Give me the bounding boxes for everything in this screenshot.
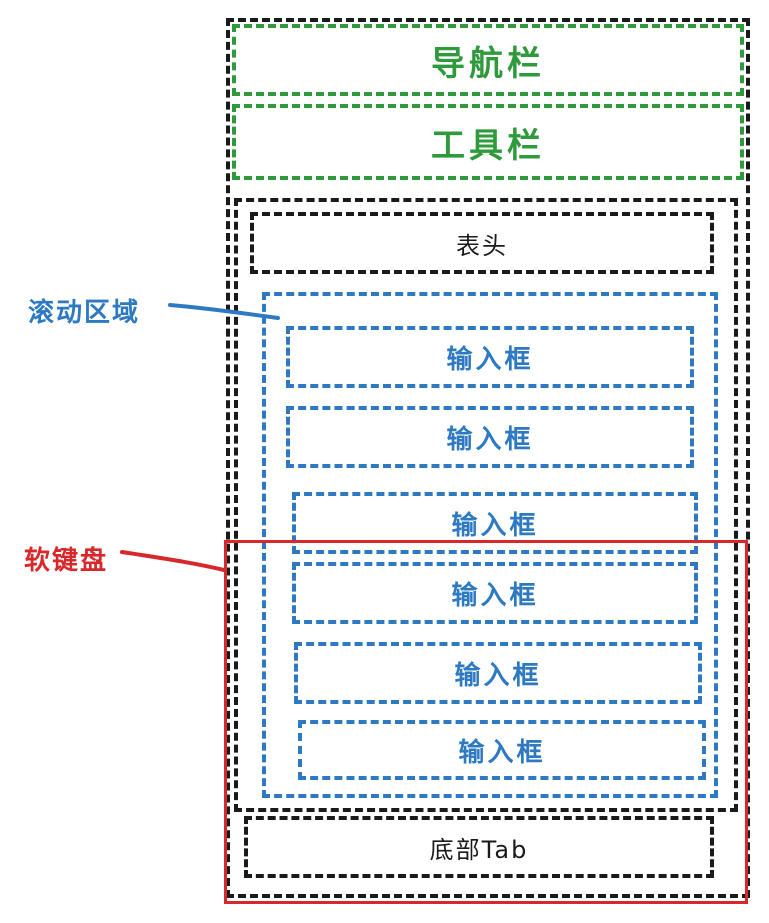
- bottom-tab-label: 底部Tab: [429, 835, 529, 864]
- input-box-label: 输入框: [451, 510, 539, 541]
- input-box-label: 输入框: [454, 660, 542, 691]
- content-container: [234, 198, 738, 812]
- keyboard-pointer: [120, 550, 226, 572]
- keyboard-overlay: [224, 540, 748, 904]
- toolbar-label: 工具栏: [431, 125, 545, 166]
- bottom-tab: 底部Tab: [244, 816, 714, 878]
- table-header-label: 表头: [456, 231, 508, 260]
- navbar-label: 导航栏: [431, 43, 545, 84]
- input-box-6: 输入框: [298, 720, 706, 780]
- input-box-label: 输入框: [446, 424, 534, 455]
- keyboard-label: 软键盘: [24, 546, 109, 576]
- phone-frame: [226, 18, 750, 898]
- input-box-label: 输入框: [458, 737, 546, 768]
- table-header: 表头: [250, 212, 714, 274]
- input-box-1: 输入框: [286, 326, 694, 388]
- scroll-area: [262, 292, 718, 798]
- toolbar: 工具栏: [232, 104, 744, 180]
- input-box-2: 输入框: [286, 406, 694, 468]
- input-box-5: 输入框: [294, 642, 702, 704]
- scroll-area-label: 滚动区域: [28, 298, 141, 328]
- navbar: 导航栏: [232, 24, 744, 96]
- input-box-4: 输入框: [292, 562, 698, 624]
- input-box-3: 输入框: [292, 492, 698, 554]
- input-box-label: 输入框: [446, 344, 534, 375]
- input-box-label: 输入框: [451, 580, 539, 611]
